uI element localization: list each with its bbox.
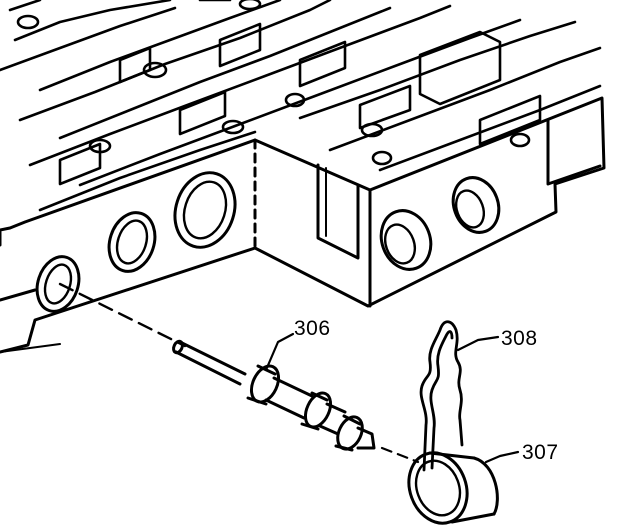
valve-bores-left <box>35 171 237 313</box>
top-surface-channels <box>0 0 602 212</box>
bore-target <box>35 255 81 313</box>
callout-label-306: 306 <box>294 317 331 340</box>
leader-308 <box>456 335 500 352</box>
valve-body <box>0 0 606 354</box>
left-face-bottom-edge <box>0 288 37 302</box>
alignment-centerline <box>58 282 187 348</box>
callout-label-307: 307 <box>522 441 559 464</box>
leader-306 <box>264 332 295 372</box>
valve-shaft-306 <box>172 339 376 452</box>
bore-right-2 <box>451 176 501 234</box>
leader-307 <box>484 450 520 464</box>
right-lug <box>546 118 602 186</box>
bore-right-1 <box>379 209 433 271</box>
valve-body-outline <box>0 96 606 354</box>
centerline-tail <box>380 446 420 464</box>
bore-medium <box>107 211 157 273</box>
bore-plug-307 <box>407 451 499 525</box>
valve-bores-right <box>379 176 501 271</box>
callout-leaders <box>264 332 520 464</box>
bolt-holes <box>16 0 531 166</box>
retaining-clip-308 <box>419 320 464 472</box>
callout-label-308: 308 <box>501 327 538 350</box>
bore-large <box>173 171 237 249</box>
right-slot <box>316 163 360 260</box>
base-line <box>0 343 61 353</box>
